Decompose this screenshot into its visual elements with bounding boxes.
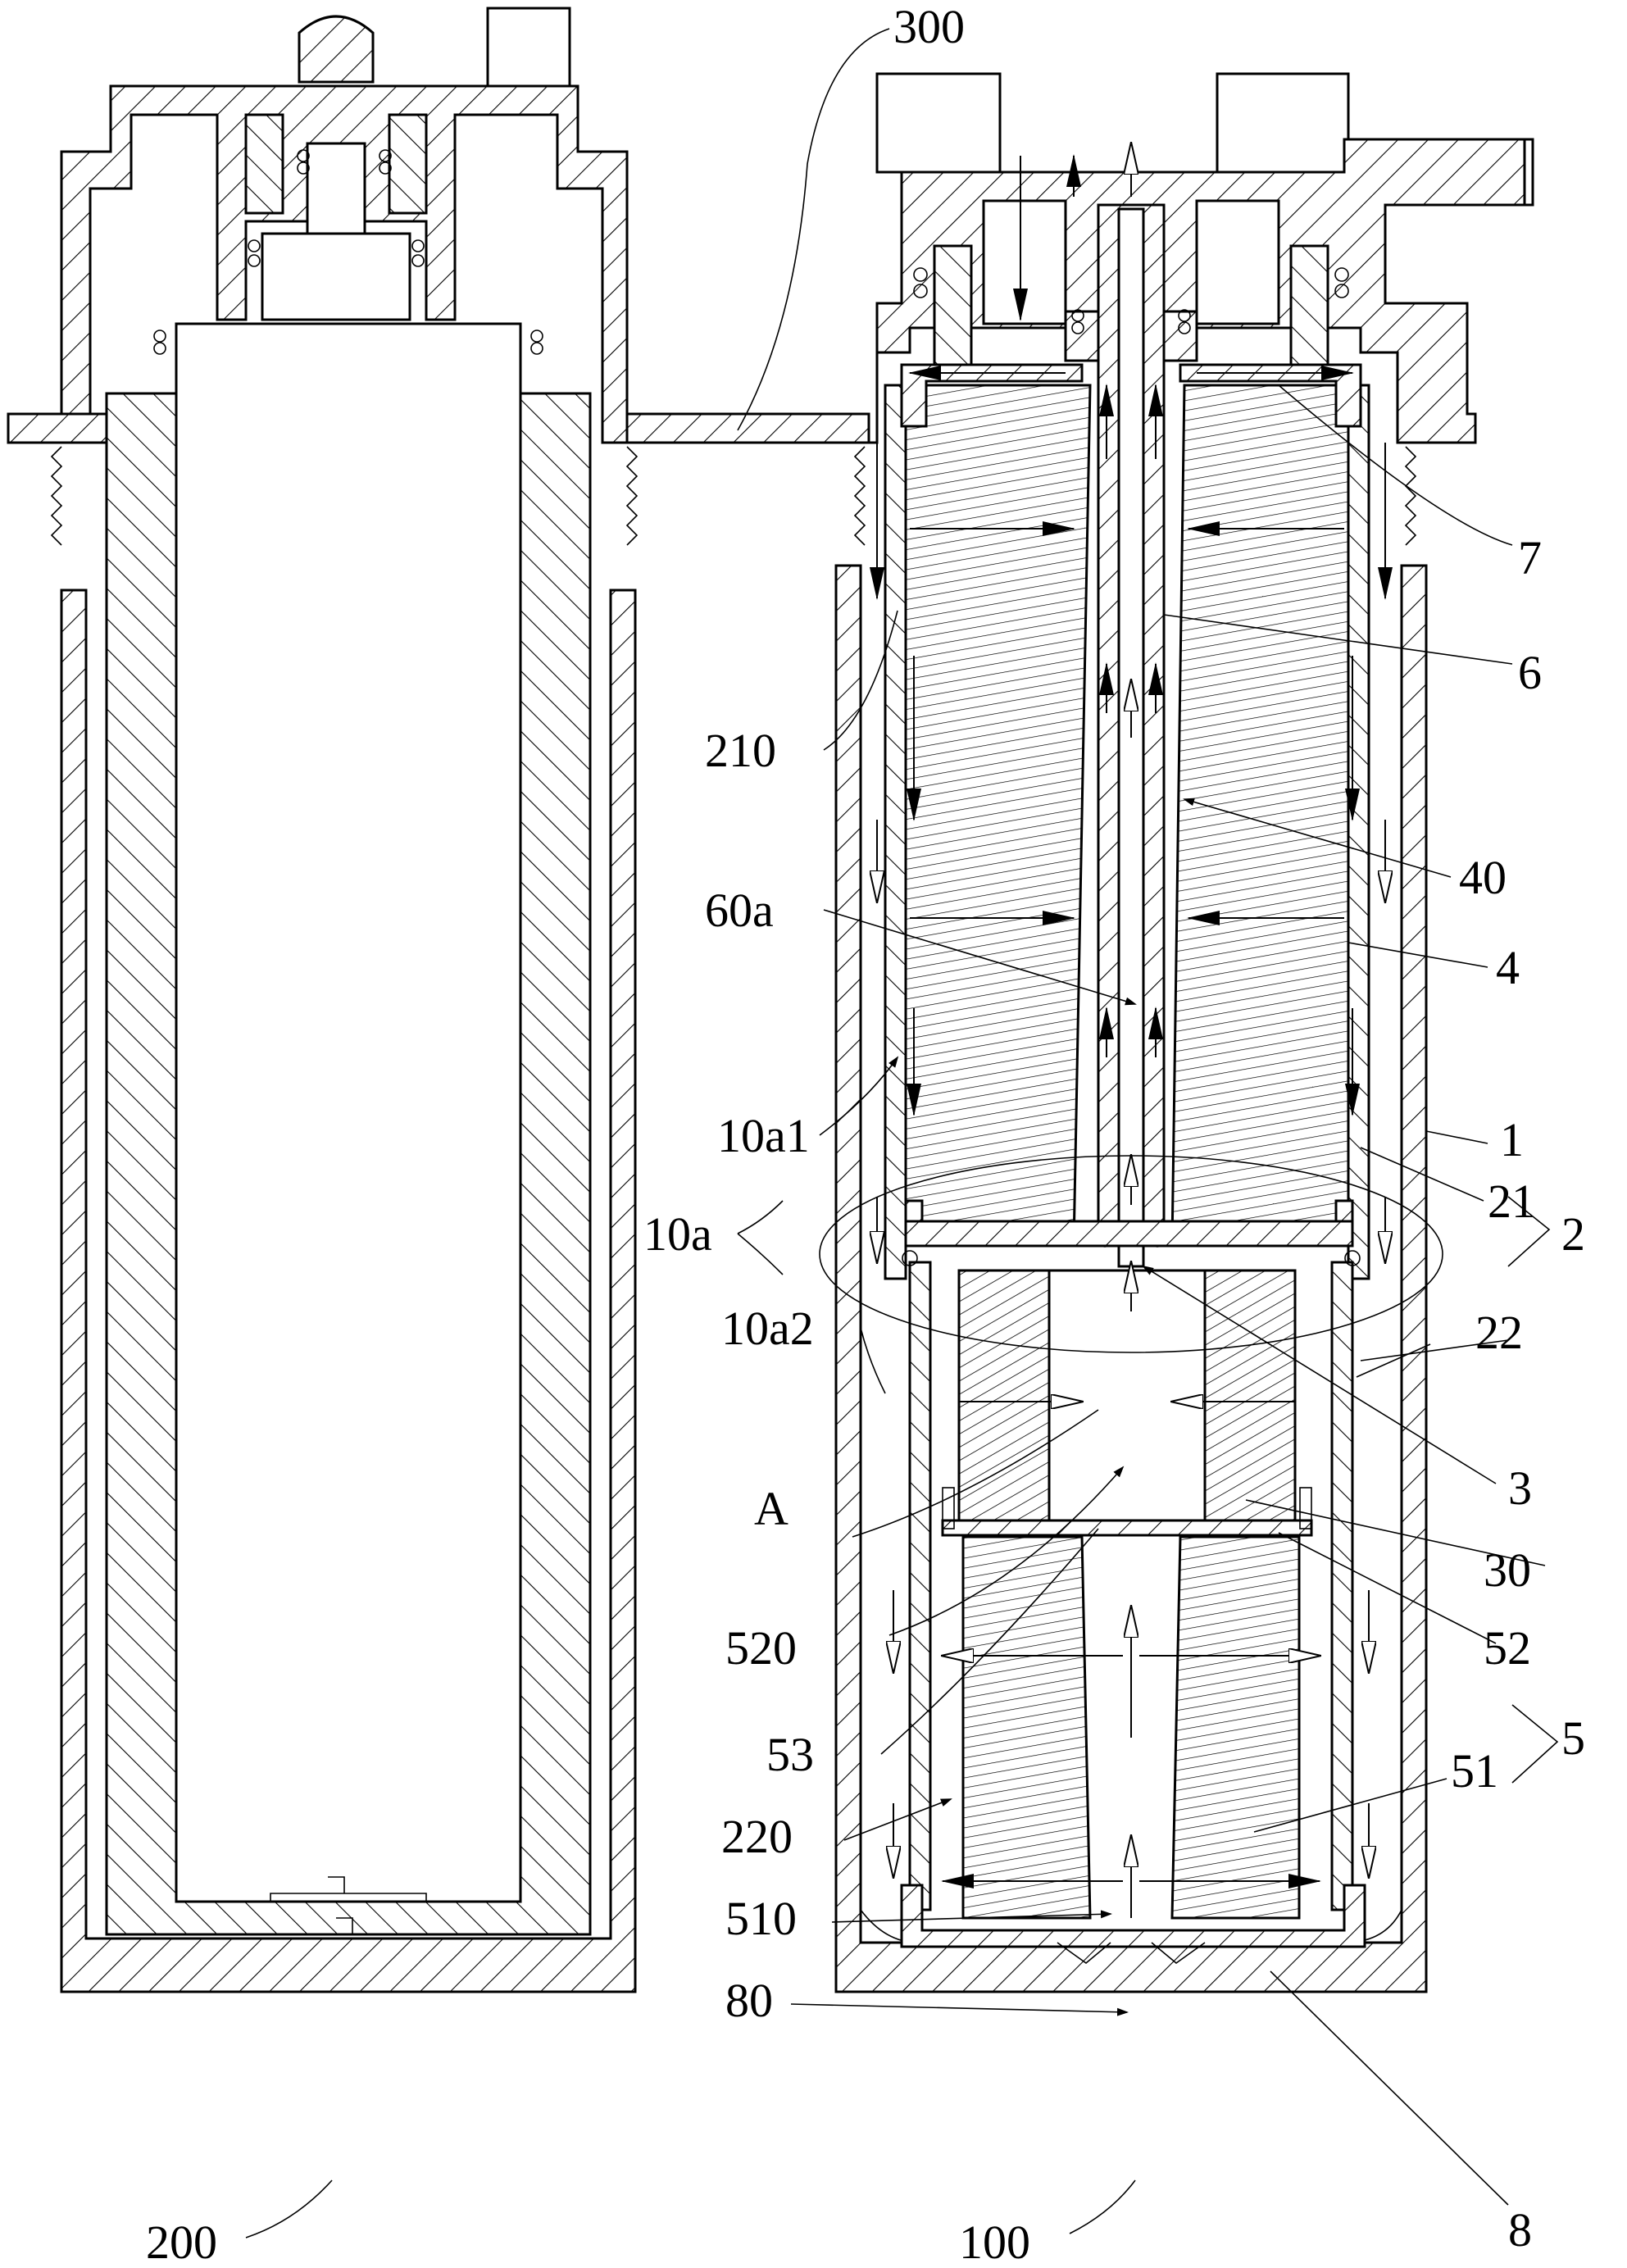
label-520: 520	[725, 1621, 797, 1675]
label-8: 8	[1508, 2203, 1532, 2257]
label-2: 2	[1561, 1207, 1585, 1261]
tube-head	[1064, 310, 1198, 362]
label-a: A	[754, 1482, 789, 1535]
clip-details	[942, 1487, 1312, 1529]
block-52-right	[1203, 1269, 1297, 1526]
right-outlet-port	[1216, 72, 1350, 174]
right-threads	[853, 446, 1417, 546]
label-4: 4	[1496, 941, 1520, 994]
housing-1	[834, 564, 1428, 1993]
label-7: 7	[1518, 531, 1542, 584]
bottom-deflector-80	[1057, 1942, 1206, 1965]
label-22: 22	[1475, 1306, 1523, 1359]
top-end-cap-7	[900, 363, 1362, 428]
label-80: 80	[725, 1974, 773, 2027]
label-200: 200	[146, 2216, 217, 2268]
label-52: 52	[1484, 1621, 1531, 1675]
cartridge-4-right	[1170, 384, 1350, 1248]
cartridge-4-left	[904, 384, 1092, 1248]
label-300: 300	[893, 0, 965, 53]
reference-labels: 300 7 6 210 40 60a 4 10a1 1 10a 21 2 10a…	[146, 0, 1585, 2268]
right-filter-assembly	[834, 72, 1534, 1993]
left-valve-core	[306, 142, 366, 235]
left-top-nipple	[298, 15, 375, 84]
left-valve-sleeves	[244, 113, 428, 215]
cartridge-51-left	[961, 1535, 1092, 1920]
label-510: 510	[725, 1892, 797, 1945]
detail-ellipse-a	[819, 1155, 1443, 1353]
left-cartridge-cavity	[175, 322, 522, 1903]
right-inner-chamber-r	[1195, 199, 1280, 325]
label-53: 53	[766, 1728, 814, 1781]
label-51: 51	[1451, 1744, 1498, 1798]
disc-53	[941, 1519, 1313, 1537]
right-inlet-port	[875, 72, 1002, 174]
right-inner-chamber-l	[982, 199, 1067, 325]
braces	[1507, 1196, 1559, 1784]
leader-lines	[245, 28, 1546, 2238]
left-housing	[60, 589, 637, 1993]
left-valve-body	[261, 232, 411, 321]
label-100: 100	[959, 2216, 1030, 2268]
left-flange-right	[625, 412, 870, 444]
flow-arrows	[870, 143, 1393, 1918]
plate-sealing	[904, 1199, 1354, 1223]
label-220: 220	[721, 1810, 793, 1863]
label-5: 5	[1561, 1711, 1585, 1765]
label-10a1: 10a1	[717, 1109, 810, 1162]
left-side-port	[486, 7, 571, 88]
label-30: 30	[1484, 1543, 1531, 1597]
label-21: 21	[1488, 1175, 1535, 1228]
label-60a: 60a	[705, 884, 774, 937]
label-210: 210	[705, 724, 776, 777]
left-o-rings	[153, 149, 543, 355]
right-inner-fitting	[933, 244, 1329, 366]
label-10a: 10a	[643, 1207, 712, 1261]
left-threads	[50, 446, 639, 546]
label-40: 40	[1459, 851, 1507, 904]
bottom-end-cap-8	[900, 1884, 1366, 1948]
cartridge-51-right	[1170, 1535, 1301, 1920]
left-bottom-detail	[176, 1876, 427, 1934]
label-3: 3	[1508, 1461, 1532, 1515]
label-10a2: 10a2	[721, 1302, 814, 1355]
label-1: 1	[1500, 1113, 1524, 1166]
left-filter-assembly	[7, 7, 870, 1993]
cavity-520	[1048, 1269, 1207, 1526]
separator-plate-3	[904, 1220, 1354, 1248]
label-6: 6	[1518, 646, 1542, 699]
